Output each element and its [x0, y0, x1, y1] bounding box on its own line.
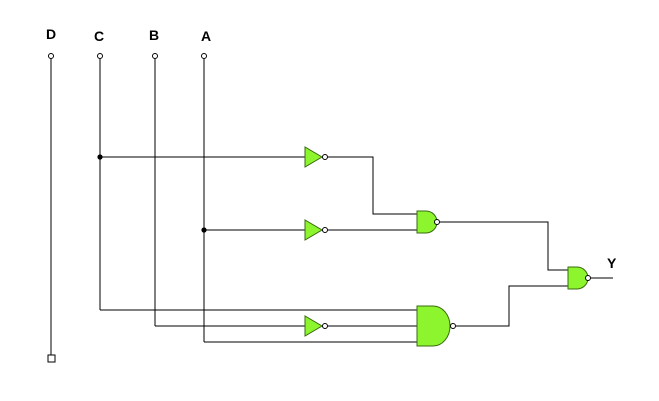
input-pin-b[interactable]: [152, 53, 158, 59]
wire-nand-bottom-to-nand-out: [456, 285, 568, 327]
input-label-b: B: [149, 27, 159, 43]
not-gate-a[interactable]: [304, 219, 323, 241]
wire-not-c-to-nand-top: [328, 156, 417, 215]
nand-gate-output-bubble: [585, 275, 591, 281]
input-pin-a[interactable]: [201, 53, 207, 59]
not-gate-c-bubble: [322, 154, 328, 160]
input-pin-d[interactable]: [48, 53, 54, 59]
junction-c: [97, 154, 103, 160]
not-gate-b[interactable]: [304, 315, 323, 337]
not-gate-c[interactable]: [304, 146, 323, 168]
input-label-c: C: [94, 28, 104, 44]
input-label-a: A: [201, 28, 211, 44]
input-d-terminal: [47, 354, 56, 363]
input-pin-c[interactable]: [97, 53, 103, 59]
not-gate-b-bubble: [322, 323, 328, 329]
not-gate-a-bubble: [322, 227, 328, 233]
nand-gate-bottom-bubble: [450, 323, 456, 329]
wire-nand-top-to-nand-out: [440, 221, 568, 271]
nand-gate-top-bubble: [434, 219, 440, 225]
junction-a: [201, 227, 207, 233]
nand-gate-bottom[interactable]: [416, 305, 451, 347]
output-label-y: Y: [607, 255, 617, 271]
input-label-d: D: [46, 26, 56, 42]
